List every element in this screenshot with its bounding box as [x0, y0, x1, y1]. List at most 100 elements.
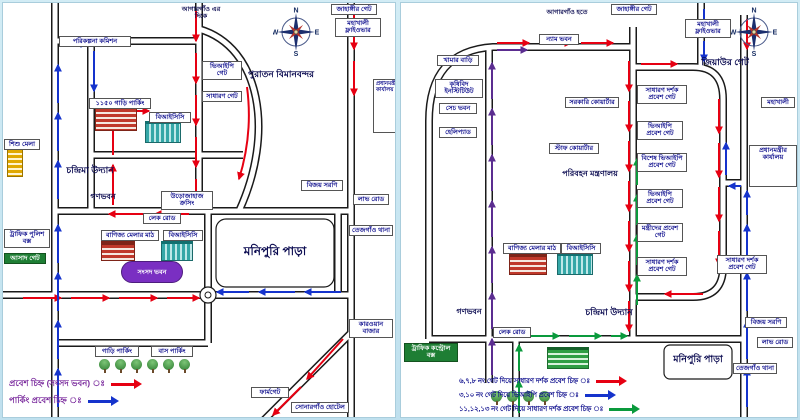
svg-text:E: E [315, 30, 319, 37]
legend-parking-label: পার্কিং প্রবেশ চিহ্ন ঃ [9, 395, 82, 405]
label-fair-ground: বাণিজ্য মেলার মাঠ [101, 230, 159, 242]
label-lake-road: লেক রোড [143, 213, 181, 225]
tree-icon [523, 391, 534, 405]
legend-row-diplomat: কূটনৈতিক ও আমন্ত্রিত অতিথি প্রবেশ চিহ্ন … [459, 417, 633, 418]
green-building-image [547, 347, 589, 369]
label-car-parking: গাড়ি পার্কিং [95, 346, 139, 358]
label-bicc-lower: বিআইসিসি [163, 230, 203, 242]
tree-icon [507, 391, 518, 405]
right-road-network-svg [425, 3, 751, 417]
hospital-building-image [7, 149, 23, 177]
legend-row-general-green: ১১,১২,১৩ নং গেট দিয়ে সাধারণ দর্শক প্রবে… [459, 403, 641, 415]
label-sech-bhaban: সেচ ভবন [439, 103, 477, 115]
roundabout [199, 286, 217, 304]
label-mohakhali-flyover: মহাখালী ফ্লাইওভার [685, 19, 731, 38]
label-farmgate: ফার্মগেট [251, 387, 289, 399]
legend-row-vip-blue: ৩,১০ নং গেট দিয়ে ভিআইপি প্রবেশ চিহ্ন ঃ [459, 389, 633, 401]
label-bijoy-sarani: বিজয় সরণি [301, 180, 343, 192]
legend-row-general-red: ৬,৭,৮ নং গেট দিয়ে সাধারণ দর্শক প্রবেশ চ… [459, 375, 633, 387]
label-govt-quarter: সরকারি কোয়ার্টার [565, 97, 619, 109]
label-parking-1150: ১১৫০ গাড়ি পার্কিং [89, 98, 151, 110]
legend-row-entry: প্রবেশ চিহ্ন (সংসদ ভবন) ঃ [9, 377, 142, 391]
label-love-road: লাভ রোড [353, 194, 389, 206]
general-green-route-arrows [515, 157, 641, 413]
label-chandrima-udyan: চন্দ্রিমা উদ্যান [585, 307, 633, 317]
label-nam-bhaban: ন্যাম ভবন [539, 34, 579, 46]
svg-text:E: E [773, 30, 777, 37]
label-shishu-mela: শিশু মেলা [4, 139, 40, 151]
left-map-legend: প্রবেশ চিহ্ন (সংসদ ভবন) ঃ পার্কিং প্রবেশ… [9, 377, 142, 408]
svg-text:N: N [751, 8, 756, 15]
label-mohakhali-flyover: মহাখালী ফ্লাইওভার [335, 18, 381, 37]
label-bijoy-sarani: বিজয় সরণি [745, 317, 787, 329]
label-vip-gate: ভিআইপি গেট [202, 61, 242, 80]
legend-entry-label: প্রবেশ চিহ্ন (সংসদ ভবন) ঃ [9, 378, 105, 388]
monipuri-para-block [215, 218, 335, 288]
svg-text:S: S [752, 51, 757, 57]
label-planning-commission: পরিকল্পনা কমিশন [59, 36, 131, 48]
tree-icon [179, 359, 190, 373]
label-monipuri-para: মনিপুরি পাড়া [673, 354, 723, 365]
legend-row-parking: পার্কিং প্রবেশ চিহ্ন ঃ [9, 394, 135, 408]
svg-text:S: S [294, 51, 299, 57]
label-zia-gate: জিয়াউর গেট [701, 57, 749, 67]
tree-icon [539, 391, 550, 405]
legend-general-red-label: ৬,৭,৮ নং গেট দিয়ে সাধারণ দর্শক প্রবেশ চ… [459, 378, 590, 385]
label-public-gate: সাধারণ গেট [202, 91, 242, 103]
label-pm-office: প্রধানমন্ত্রীর কার্যালয় [749, 145, 797, 187]
label-ganabhaban: গণভবন [90, 192, 116, 201]
label-gate-vip-2: ভিআইপি প্রবেশ গেট [637, 189, 683, 208]
entry-arrow-icon [110, 379, 142, 389]
parking-route-arrows [54, 40, 341, 407]
label-traffic-police-box: ট্রাফিক পুলিশ বক্স [4, 229, 50, 248]
tree-icon [131, 359, 142, 373]
legend-vip-blue-label: ৩,১০ নং গেট দিয়ে ভিআইপি প্রবেশ চিহ্ন ঃ [459, 392, 579, 399]
label-jahangir-gate: জাহাঙ্গীর গেট [331, 4, 377, 16]
label-tejgaon-thana: তেজগাঁও থানা [733, 363, 777, 375]
legend-general-green-label: ১১,১২,১৩ নং গেট দিয়ে সাধারণ দর্শক প্রবে… [459, 406, 604, 413]
bicc-building-image [145, 121, 181, 143]
label-old-airport: পুরাতন বিমানবন্দর [247, 69, 315, 79]
road-surface [426, 3, 747, 417]
label-bus-parking: বাস পার্কিং [151, 346, 193, 358]
svg-text:W: W [731, 30, 737, 37]
svg-text:W: W [273, 30, 279, 37]
trade-fair-building-image [509, 253, 547, 275]
vip-blue-arrow-icon [584, 390, 616, 400]
tree-icon [147, 359, 158, 373]
tree-icon [99, 359, 110, 373]
label-ganabhaban: গণভবন [456, 307, 482, 316]
label-staff-quarter: স্টাফ কোয়ার্টার [549, 143, 599, 155]
left-route-map: আগারগাঁও এর দিকে জাহাঙ্গীর গেট মহাখালী ফ… [2, 2, 396, 418]
tree-icon [115, 359, 126, 373]
label-helipad: হেলিপ্যাড [439, 127, 477, 139]
trade-fair-building-image-lower [101, 241, 135, 261]
right-route-map: জাহাঙ্গীর গেট আগারগাঁও হতে মহাখালী ফ্লাই… [400, 2, 798, 418]
label-tejgaon-thana: তেজগাঁও থানা [349, 225, 393, 237]
diplomat-route-arrows [488, 46, 529, 375]
label-love-road: লাভ রোড [757, 337, 793, 349]
label-aircraft-crossing: উড়োজাহাজ ক্রসিং [161, 191, 213, 210]
sangsad-bhaban-shape: সংসদ ভবন [121, 261, 183, 283]
label-agargaon-direction: আগারগাঁও এর দিকে [181, 6, 221, 21]
label-bicc-upper: বিআইসিসি [149, 112, 191, 124]
tree-icon [163, 359, 174, 373]
label-karwan-bazar: কারওয়ান বাজার [349, 319, 393, 338]
label-kib: কৃষিবিদ ইনস্টিটিউট [435, 79, 483, 98]
label-gate-ministers: মন্ত্রীদের প্রবেশ গেট [637, 223, 683, 242]
label-transport-ministry: পরিবহন মন্ত্রণালয় [562, 169, 618, 178]
svg-text:N: N [293, 8, 298, 15]
label-bicc: বিআইসিসি [561, 243, 601, 255]
label-jahangir-gate: জাহাঙ্গীর গেট [611, 4, 657, 16]
label-gate-general-2: সাধারণ দর্শক প্রবেশ গেট [637, 257, 687, 276]
label-gate-vip-1: ভিআইপি প্রবেশ গেট [637, 121, 683, 140]
label-fair-ground: বাণিজ্য মেলার মাঠ [503, 243, 561, 255]
label-traffic-control: ট্রাফিক কন্ট্রোল বক্স [404, 343, 458, 362]
parking-arrow-icon [87, 396, 119, 406]
label-sonargaon-hotel: সোনারগাঁও হোটেল [291, 402, 349, 414]
label-gate-general-3: সাধারণ দর্শক প্রবেশ গেট [717, 255, 767, 274]
legend-diplomat-label: কূটনৈতিক ও আমন্ত্রিত অতিথি প্রবেশ চিহ্ন … [459, 417, 582, 418]
label-monipuri-para: মনিপুরি পাড়া [243, 244, 307, 258]
label-mohakhali: মহাখালী [761, 97, 795, 109]
